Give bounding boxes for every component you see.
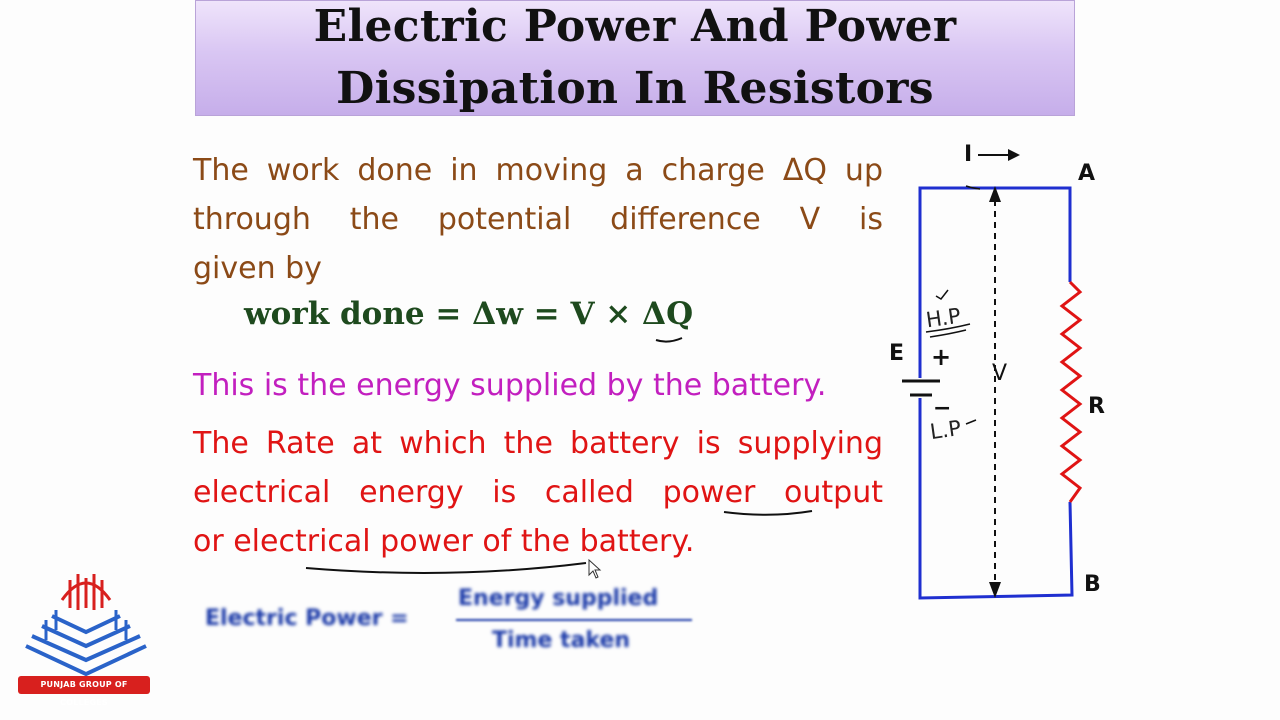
voltage-label: V [992, 361, 1008, 386]
slide-title-line-1: Electric Power And Power [313, 1, 957, 52]
text-line: electrical energy is called power output [193, 475, 883, 510]
wire-bottom [918, 398, 1074, 600]
node-b-label: B [1084, 572, 1101, 597]
slide-title-line-2: Dissipation In Resistors [336, 63, 934, 114]
text-line: The work done in moving a charge ΔQ up [193, 153, 883, 188]
work-done-paragraph: The work done in moving a charge ΔQ up t… [193, 146, 883, 293]
college-logo-icon [25, 574, 147, 677]
voltage-arrow-down-icon [989, 582, 1001, 598]
college-logo-caption: PUNJAB GROUP OF COLLEGES [18, 676, 150, 707]
power-output-paragraph: The Rate at which the battery is supplyi… [193, 419, 883, 566]
mouse-pointer-icon [588, 559, 602, 579]
energy-supplied-sentence: This is the energy supplied by the batte… [193, 361, 883, 410]
text-line: through the potential difference V is [193, 202, 883, 237]
battery-plus-sign: + [931, 343, 952, 371]
electric-power-lhs: Electric Power = [205, 606, 409, 631]
resistor-label: R [1088, 394, 1105, 419]
low-potential-note: L.P [928, 415, 963, 445]
resistor-zigzag [1059, 280, 1083, 503]
voltage-arrow-up-icon [989, 186, 1001, 202]
battery-minus-sign: − [933, 396, 952, 421]
high-potential-note: H.P [924, 303, 963, 333]
work-done-formula: work done = Δw = V × ΔQ [244, 296, 694, 332]
electric-power-numerator: Energy supplied [458, 586, 659, 611]
text-line: or electrical power of the battery. [193, 524, 695, 559]
slide-title-banner: Electric Power And Power Dissipation In … [195, 0, 1075, 116]
electric-power-denominator: Time taken [492, 628, 631, 653]
fraction-bar [456, 619, 692, 621]
current-label: I [964, 142, 973, 167]
text-line: given by [193, 251, 322, 286]
text-line: This is the energy supplied by the batte… [193, 368, 827, 403]
emf-label: E [889, 341, 905, 366]
text-line: The Rate at which the battery is supplyi… [193, 426, 883, 461]
node-a-label: A [1078, 161, 1096, 186]
current-arrow-head-icon [1008, 149, 1020, 161]
